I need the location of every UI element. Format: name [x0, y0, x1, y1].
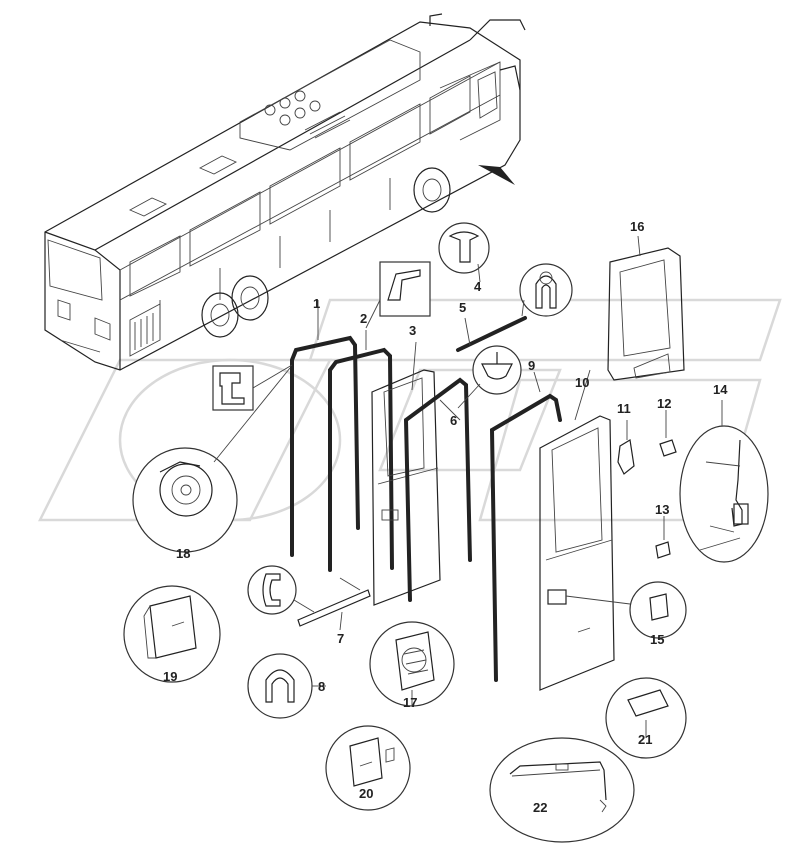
part-5-strip — [456, 263, 573, 352]
label-11: 11 — [617, 401, 631, 416]
leader-lines — [339, 399, 647, 738]
part-18-motor — [132, 367, 291, 553]
label-1: 1 — [313, 296, 320, 311]
label-10: 10 — [575, 375, 589, 390]
label-5: 5 — [459, 300, 466, 315]
part-9-seal — [489, 371, 562, 682]
label-7: 7 — [337, 631, 344, 646]
label-19: 19 — [163, 669, 177, 684]
label-22: 22 — [533, 800, 547, 815]
label-13: 13 — [655, 502, 669, 517]
part-19-control-unit — [123, 585, 221, 683]
part-2-seal — [328, 261, 431, 572]
label-9: 9 — [528, 358, 535, 373]
label-15: 15 — [650, 632, 664, 647]
part-labels: 1 2 3 4 5 6 7 8 9 10 11 12 13 14 15 16 1… — [163, 219, 728, 815]
label-4: 4 — [474, 279, 482, 294]
label-21: 21 — [638, 732, 652, 747]
label-20: 20 — [359, 786, 373, 801]
part-15-panel — [565, 581, 687, 639]
part-17-mechanism — [369, 621, 455, 707]
label-3: 3 — [409, 323, 416, 338]
part-22-rail — [489, 737, 635, 843]
label-12: 12 — [657, 396, 671, 411]
label-6: 6 — [450, 413, 457, 428]
part-21-bracket — [605, 677, 687, 759]
label-17: 17 — [403, 695, 417, 710]
part-6-seal — [403, 345, 522, 602]
part-14-harness — [679, 400, 769, 563]
part-7-strip — [247, 565, 371, 627]
label-8: 8 — [318, 679, 325, 694]
label-14: 14 — [713, 382, 728, 397]
bus-illustration — [44, 13, 526, 371]
part-4-profile — [438, 222, 490, 283]
part-8-profile — [247, 653, 326, 719]
label-2: 2 — [360, 311, 367, 326]
part-12-clip — [659, 410, 677, 457]
part-11-bracket — [617, 420, 635, 475]
label-16: 16 — [630, 219, 644, 234]
label-18: 18 — [176, 546, 190, 561]
part-10-rear-door — [539, 369, 615, 691]
part-1-seal — [212, 300, 360, 557]
part-20-control-unit — [325, 725, 411, 811]
part-16-window — [607, 235, 685, 381]
part-13-clip — [655, 516, 671, 559]
